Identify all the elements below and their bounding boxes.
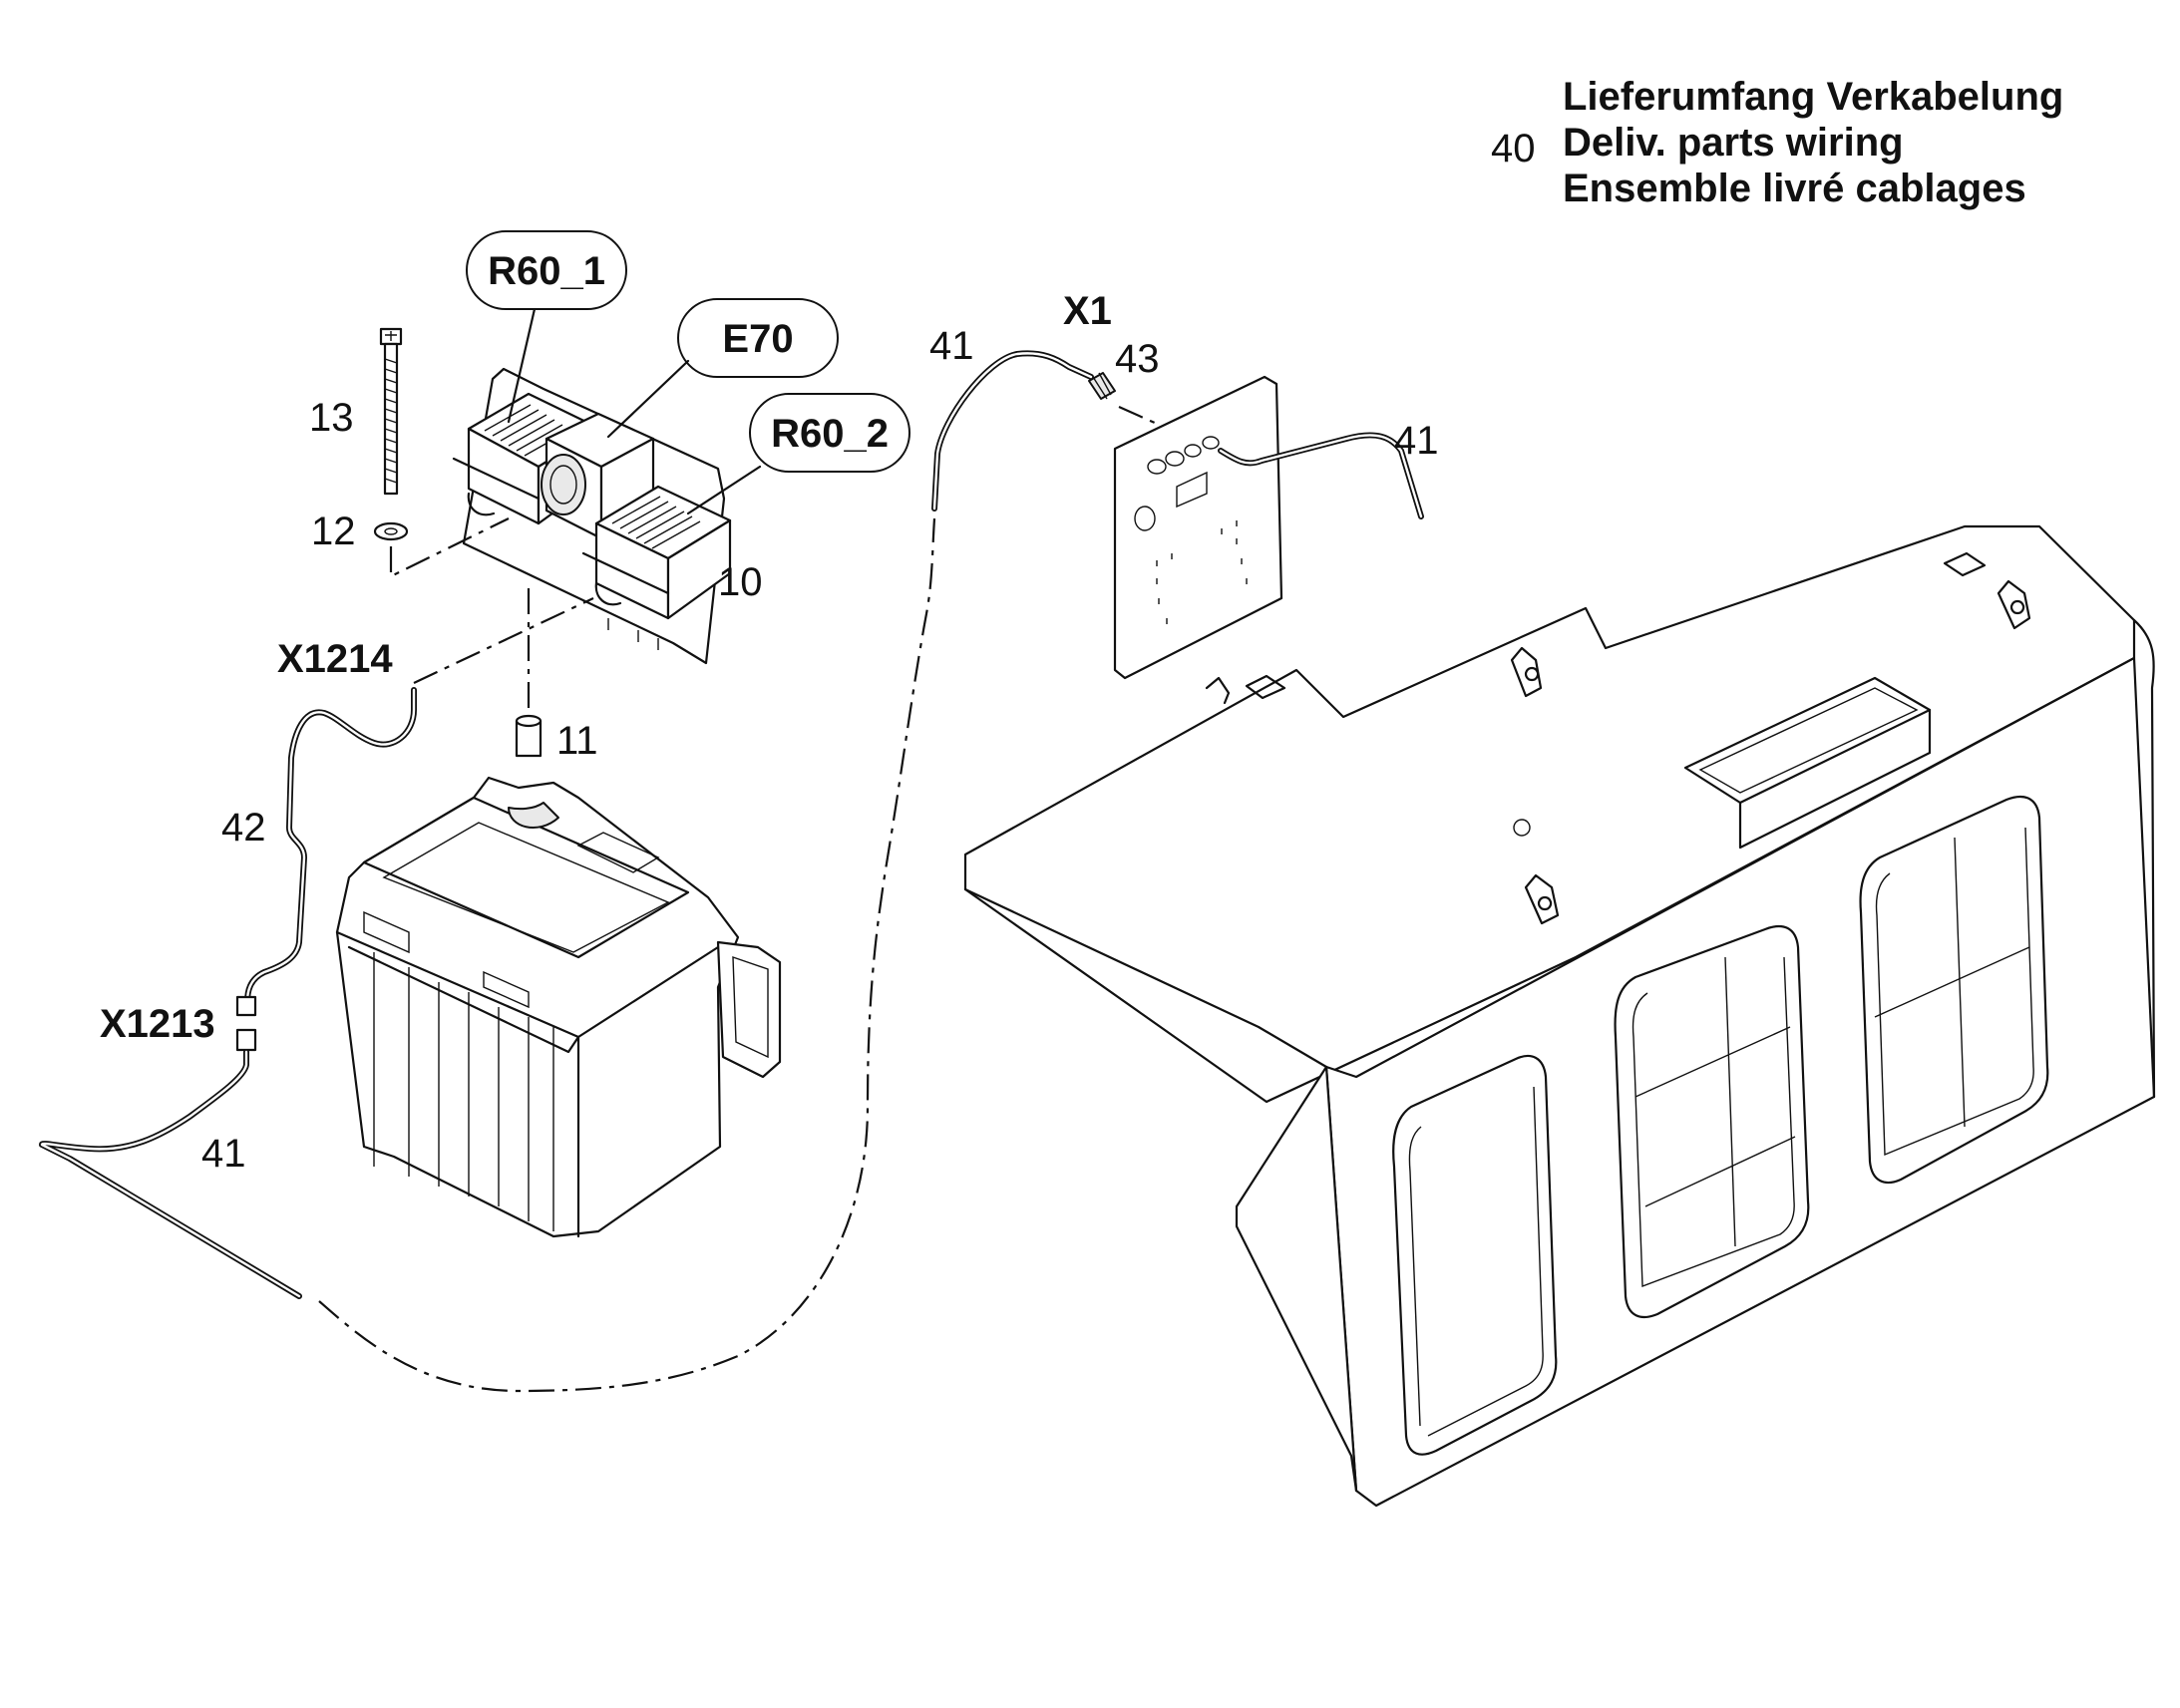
bubble-e70 xyxy=(677,298,839,378)
legend-line-en: Deliv. parts wiring xyxy=(1563,121,1904,165)
part-41-right: 41 xyxy=(1394,419,1439,463)
cab-window-3-inner xyxy=(1875,827,2034,1157)
legend: 40 Lieferumfang Verkabelung Deliv. parts… xyxy=(1491,75,2063,210)
cab-window-3-frame xyxy=(1874,837,2030,1128)
cab-bracket-1 xyxy=(1510,646,1543,698)
r60-2-side xyxy=(666,518,732,620)
cab-housing xyxy=(963,524,2156,1508)
assembly-line-x1214 xyxy=(413,597,594,684)
cab-top-duct-sides xyxy=(1738,708,1932,850)
spacer-11 xyxy=(515,714,543,758)
cab-window-2 xyxy=(1614,924,1810,1319)
cab-bracket-4 xyxy=(1205,674,1286,705)
part-11: 11 xyxy=(556,719,598,763)
label-e70: E70 xyxy=(722,317,793,361)
callouts: R60_1 E70 R60_2 xyxy=(466,230,910,515)
assembly-line-screw xyxy=(389,517,510,578)
connector-x1213-upper xyxy=(235,995,257,1017)
label-x1: X1 xyxy=(1063,289,1112,333)
cab-window-2-inner xyxy=(1632,956,1795,1287)
part-10: 10 xyxy=(718,560,763,604)
assembly-line-gland xyxy=(1118,405,1158,426)
cab-right-edge xyxy=(2132,618,2156,1099)
bubble-r60-1 xyxy=(466,230,627,310)
cab-hole xyxy=(1513,819,1531,837)
cab-square-mount xyxy=(1943,551,1987,577)
part-43: 43 xyxy=(1115,337,1160,381)
cab-window-3 xyxy=(1859,795,2049,1185)
label-r60-1: R60_1 xyxy=(488,249,605,293)
cables xyxy=(39,350,1424,1299)
control-panel-plate xyxy=(1088,372,1283,680)
legend-line-de: Lieferumfang Verkabelung xyxy=(1563,75,2063,119)
connector-x1213-lower xyxy=(235,1028,257,1052)
cable-41-left xyxy=(39,1049,302,1299)
cab-top-duct-inner xyxy=(1698,687,1919,794)
cable-routing-line xyxy=(318,517,936,1393)
cab-window-1 xyxy=(1392,1054,1558,1456)
part-41-top: 41 xyxy=(929,324,974,368)
cab-bracket-3 xyxy=(1524,873,1560,925)
legend-number: 40 xyxy=(1491,127,1536,171)
part-13: 13 xyxy=(309,396,354,440)
bubble-r60-2 xyxy=(749,393,910,473)
cab-window-2-frame xyxy=(1635,956,1796,1247)
cab-window-1-inner xyxy=(1408,1086,1544,1437)
tank-filler-recess xyxy=(508,802,559,829)
washer-12 xyxy=(373,521,409,541)
cab-front-edge xyxy=(963,887,1328,1069)
part-12: 12 xyxy=(311,510,356,553)
label-x1213: X1213 xyxy=(100,1002,215,1046)
connector-labels: X1 X1214 X1213 xyxy=(100,289,1112,1046)
heater-assembly xyxy=(452,367,732,665)
part-41-left: 41 xyxy=(201,1132,246,1176)
assembly-lines xyxy=(318,405,1158,1393)
cab-bracket-2 xyxy=(1997,579,2031,630)
part-numbers: 13 12 10 11 42 41 41 41 43 xyxy=(201,324,1439,1176)
legend-line-fr: Ensemble livré cablages xyxy=(1563,167,2026,210)
cab-top xyxy=(963,524,2136,1104)
cable-gland xyxy=(1088,372,1116,400)
label-r60-2: R60_2 xyxy=(771,412,889,456)
cab-left-flank xyxy=(1235,1065,1358,1493)
e70-lens xyxy=(541,454,586,515)
tank xyxy=(335,776,782,1238)
screw-and-washer xyxy=(373,327,409,541)
label-x1214: X1214 xyxy=(277,637,393,681)
part-42: 42 xyxy=(221,806,266,850)
panel-plate xyxy=(1113,375,1283,680)
cable-41-top xyxy=(931,350,1094,512)
